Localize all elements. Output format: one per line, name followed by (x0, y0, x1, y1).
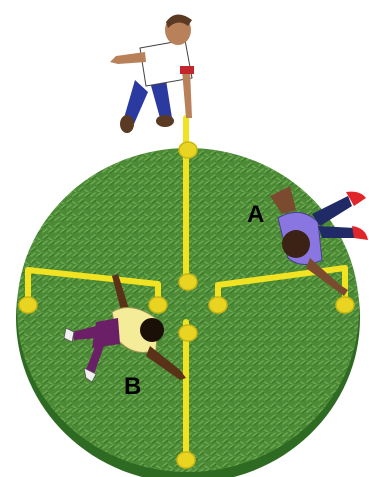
bar-mounts (18, 141, 355, 469)
child-b (63, 274, 186, 383)
child-a (270, 186, 368, 296)
handle-bar-right (215, 265, 348, 307)
person-top (110, 14, 194, 133)
label-b: B (124, 373, 141, 400)
label-a: A (247, 201, 264, 228)
platform-surface (17, 148, 359, 472)
platform (16, 148, 360, 477)
handle-bar-left (25, 267, 161, 307)
